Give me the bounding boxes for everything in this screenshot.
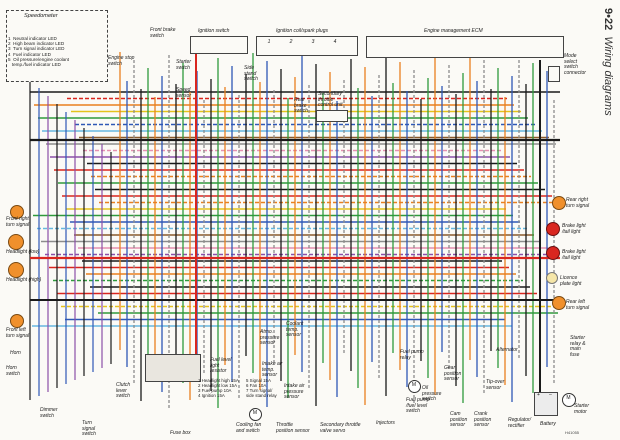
licence-plate-label: Licence plate light <box>560 275 582 287</box>
cam-position-label: Cam position sensor <box>450 411 468 429</box>
atmo-sensor-label: Atmo. pressure sensor <box>260 329 280 347</box>
brake-tail-label-2: Brake light /tail light <box>562 249 586 261</box>
fuel-pump-label: Fuel pump /fuel level switch <box>406 397 430 415</box>
fuse-item: 6 Fan 10A <box>246 383 267 388</box>
ignition-coil-label: Ignition coil/spark plugs <box>276 28 328 34</box>
coil-number-1: 1 <box>267 39 271 45</box>
intake-air-temp-label: Intake air temp. sensor <box>262 361 283 379</box>
rear-right-turn-label: Rear right turn signal <box>566 197 590 209</box>
starter-motor-icon <box>562 393 576 407</box>
crank-position-label: Crank position sensor <box>474 411 492 429</box>
starter-relay-label: Starter relay & main fuse <box>570 335 586 358</box>
licence-plate-bulb <box>546 272 558 284</box>
front-right-turn-label: Front right turn signal <box>6 216 30 228</box>
mode-select-connector <box>548 66 560 82</box>
headlight-low-bulb <box>8 234 24 250</box>
ignition-coil-box <box>256 36 358 56</box>
secondary-throttle-servo-label: Secondary throttle valve servo <box>320 422 361 434</box>
secondary-throttle-unit <box>316 110 348 122</box>
front-left-turn-label: Front left turn signal <box>6 327 30 339</box>
battery-label: Battery <box>540 421 556 427</box>
front-brake-switch-label: Front brake switch <box>150 27 176 39</box>
horn-label: Horn <box>10 350 21 356</box>
engine-stop-label: Engine stop switch <box>108 55 135 67</box>
coil-number-2: 2 <box>289 39 293 45</box>
dimmer-switch-label: Dimmer switch <box>40 407 58 419</box>
speedometer-title: Speedometer <box>24 13 58 19</box>
cooling-fan-motor-label: M <box>252 410 258 416</box>
fuel-pump-motor-icon <box>408 380 421 393</box>
rear-brake-label: Rear brake switch <box>294 97 308 115</box>
fuse-box-label: Fuse box <box>170 430 191 436</box>
starter-switch-label: Starter switch <box>176 59 192 71</box>
fuse-box <box>145 354 201 382</box>
fuse-item: 4 Ignition 15A <box>198 393 225 398</box>
injectors-label: Injectors <box>376 420 395 426</box>
turn-signal-switch-label: Turn signal switch <box>82 420 96 438</box>
fuse-item: 2 Headlight low 15A <box>198 383 238 388</box>
fuse-item: 3 Fuel pump 10A <box>198 388 232 393</box>
rear-left-turn-bulb <box>552 296 566 310</box>
fuse-item: side stand relay <box>246 393 277 398</box>
page-header: 9•22 Wiring diagrams <box>596 6 618 156</box>
starter-motor-label: Starter motor <box>574 403 590 415</box>
rear-right-turn-bulb <box>552 196 566 210</box>
brake-tail-label-1: Brake light /tail light <box>562 223 586 235</box>
speedometer-legend: 1 Neutral indicator LED 2 High beam indi… <box>8 36 70 68</box>
section-title: Wiring diagrams <box>602 36 614 116</box>
intake-air-pressure-label: Intake air pressure sensor <box>284 383 305 401</box>
front-right-turn-bulb <box>10 205 24 219</box>
secondary-throttle-label: Secondary throttle control unit <box>318 91 343 109</box>
fuel-pump-motor-label: M <box>411 382 417 388</box>
side-stand-label: Side stand switch <box>244 65 258 83</box>
alternator-label: Alternator <box>496 347 518 353</box>
rear-left-turn-label: Rear left turn signal <box>566 299 590 311</box>
clutch-lever-label: Clutch lever switch <box>116 382 131 400</box>
headlight-high-bulb <box>8 262 24 278</box>
starter-motor-symbol: M <box>566 395 571 401</box>
fuel-pump-relay-label: Fuel pump relay <box>400 349 424 361</box>
oil-pressure-label: Oil pressure switch <box>422 385 442 403</box>
ignition-switch-label: Ignition switch <box>198 28 230 34</box>
fuse-item: 5 Signal 15A <box>246 378 271 383</box>
coil-number-4: 4 <box>333 39 337 45</box>
brake-tail-bulb-2 <box>546 246 560 260</box>
headlight-low-label: Headlight (low) <box>6 249 40 255</box>
coolant-temp-label: Coolant temp. sensor <box>286 321 304 339</box>
speed-sensor-label: Speed sensor <box>176 87 192 99</box>
fuel-level-resistor-label: Fuel level light resistor <box>210 357 232 375</box>
mode-select-label: Mode select switch connector <box>564 53 586 76</box>
gear-position-label: Gear position sensor <box>444 365 462 383</box>
horn-switch-label: Horn switch <box>6 365 20 377</box>
battery-icon <box>534 392 558 416</box>
battery-minus: – <box>549 392 552 398</box>
battery-plus: + <box>537 392 540 398</box>
fuse-item: 7 Turn signal/ <box>246 388 273 393</box>
regulator-label: Regulator/ rectifier <box>508 417 532 429</box>
reference-code: H41055 <box>565 430 580 435</box>
throttle-position-label: Throttle position sensor <box>276 422 310 434</box>
ignition-switch-box <box>190 36 248 54</box>
front-left-turn-bulb <box>10 314 24 328</box>
speedometer-box <box>6 10 108 82</box>
brake-tail-bulb-1 <box>546 222 560 236</box>
headlight-high-label: Headlight (high) <box>6 277 42 283</box>
engine-ecm-label: Engine management ECM <box>424 28 483 34</box>
cooling-fan-motor-icon <box>249 408 262 421</box>
cooling-fan-label: Cooling fan and switch <box>236 422 262 434</box>
engine-ecm-box <box>366 36 564 58</box>
tip-over-label: Tip-over sensor <box>486 379 505 391</box>
coil-number-3: 3 <box>311 39 315 45</box>
page-number: 9•22 <box>602 8 614 31</box>
fuse-item: 1 Headlight high 15A <box>198 378 239 383</box>
